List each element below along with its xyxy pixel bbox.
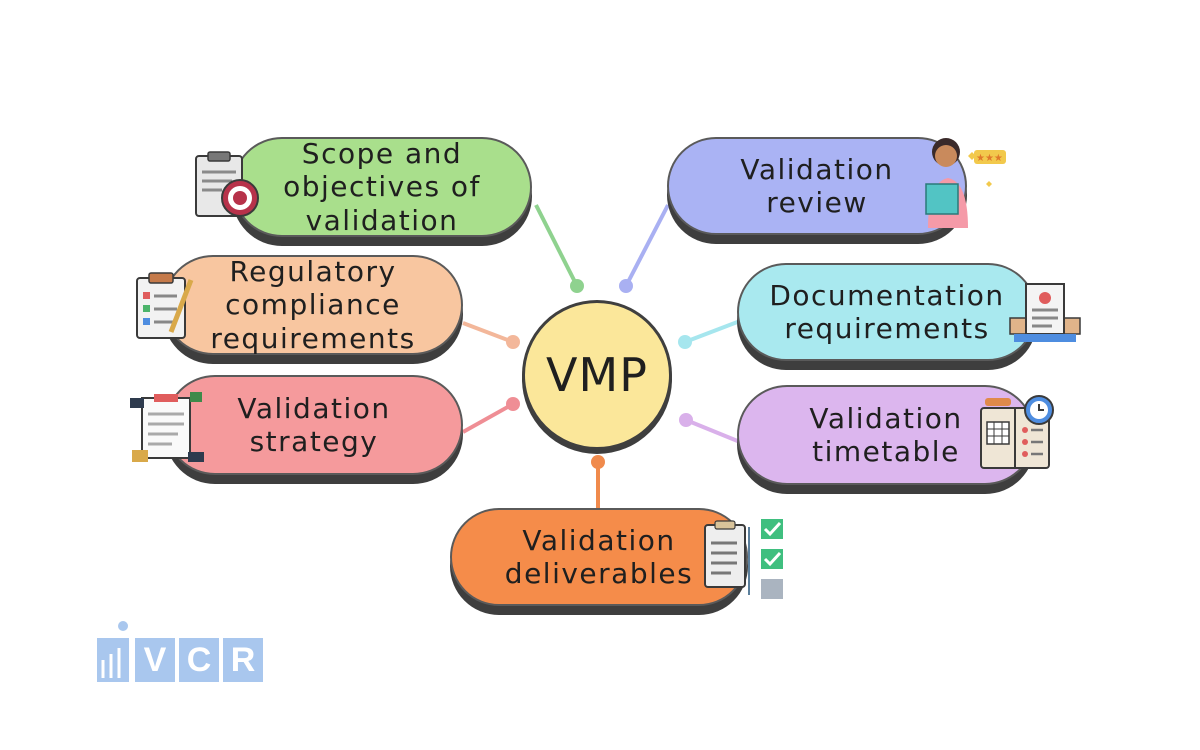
connectors	[462, 204, 741, 508]
calendar-clock-icon	[980, 395, 1054, 469]
center-node: VMP	[522, 300, 672, 450]
node-strategy: Validation strategy	[165, 375, 463, 475]
connector-dot-strategy	[506, 397, 520, 411]
node-review-label: Validation review	[740, 152, 894, 219]
node-documentation-label: Documentation requirements	[769, 278, 1005, 345]
node-scope-label: Scope and objectives of validation	[283, 137, 481, 237]
node-regulatory: Regulatory compliance requirements	[163, 255, 463, 355]
node-deliverables-label: Validation deliverables	[504, 523, 694, 590]
logo-letter-r: R	[223, 638, 263, 682]
strategy-document-icon	[130, 392, 204, 462]
node-timetable-label: Validation timetable	[809, 401, 963, 468]
connector-timetable	[685, 418, 741, 444]
connector-strategy	[462, 402, 514, 434]
logo-letter-v: V	[135, 638, 175, 682]
node-scope: Scope and objectives of validation	[232, 137, 532, 237]
node-review: Validation review	[667, 137, 967, 235]
node-strategy-label: Validation strategy	[237, 391, 391, 458]
connector-dot-deliverables	[591, 455, 605, 469]
connector-dot-review	[619, 279, 633, 293]
document-review-icon	[1009, 283, 1081, 342]
logo-letter-c: C	[179, 638, 219, 682]
connector-scope	[534, 204, 579, 287]
reviewer-person-icon: ★★★	[925, 138, 1006, 228]
logo-mark-icon	[97, 621, 129, 682]
connector-review	[624, 204, 670, 287]
connector-dot-documentation	[678, 335, 692, 349]
checkbox-list-icon	[704, 519, 783, 599]
node-documentation: Documentation requirements	[737, 263, 1037, 361]
node-regulatory-label: Regulatory compliance requirements	[210, 255, 416, 355]
center-label: VMP	[546, 348, 648, 402]
connector-dot-timetable	[679, 413, 693, 427]
clipboard-target-icon	[195, 151, 259, 217]
connector-dot-regulatory	[506, 335, 520, 349]
connector-regulatory	[462, 321, 514, 344]
node-deliverables: Validation deliverables	[450, 508, 748, 606]
checklist-clipboard-icon	[136, 272, 194, 339]
vcr-logo: V C R	[95, 620, 263, 682]
connector-documentation	[684, 319, 741, 344]
connector-dot-scope	[570, 279, 584, 293]
svg-text:★★★: ★★★	[976, 153, 1003, 164]
